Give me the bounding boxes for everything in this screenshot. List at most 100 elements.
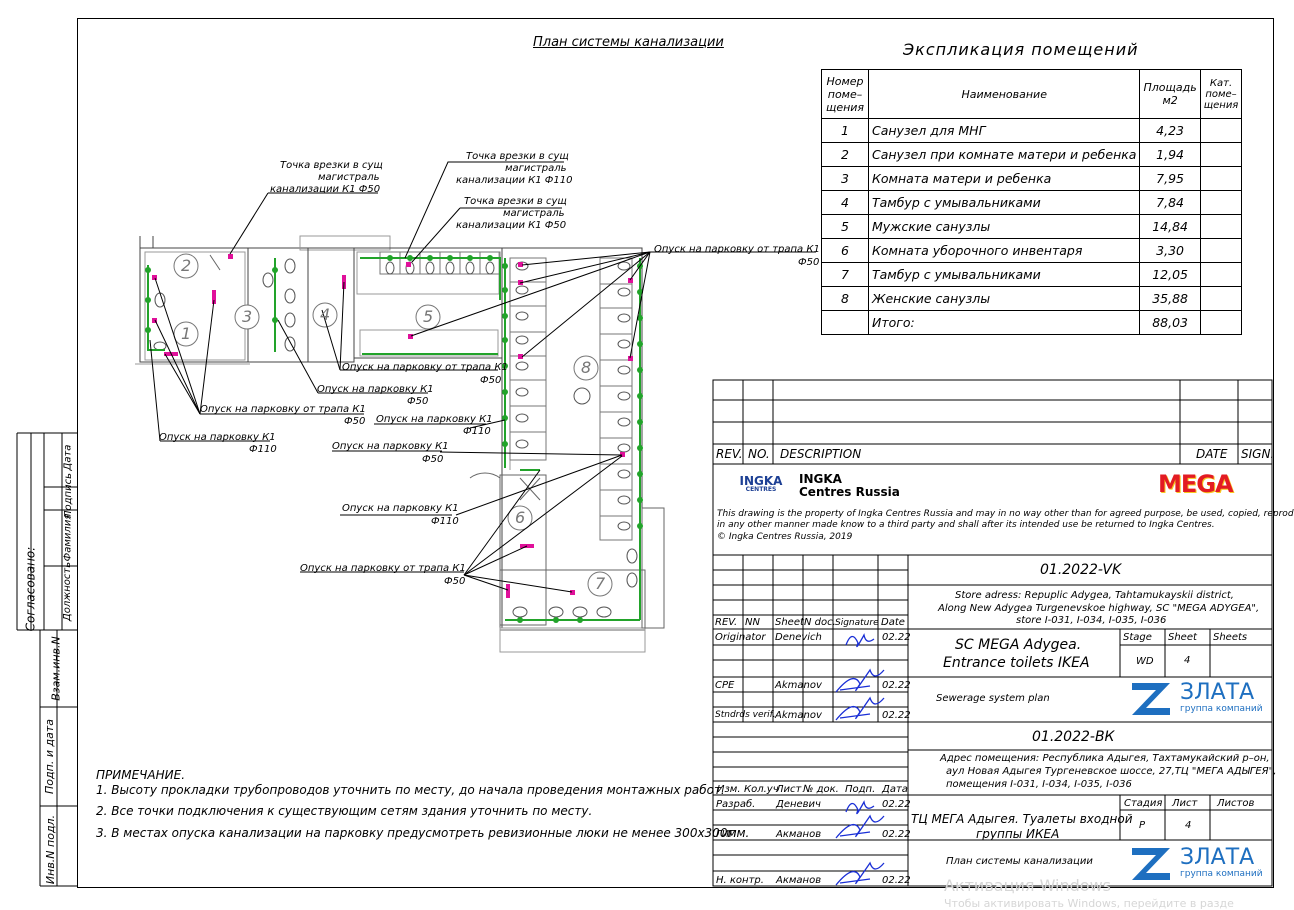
label-op4-l1: Опуск на парковку от трапа К1 (200, 404, 366, 415)
ru-col-kol: Кол.уч (744, 784, 779, 795)
sheet-frame (77, 18, 1274, 888)
en-col-ndoc: N doc. (804, 617, 836, 628)
en-cpe-role: CPE (715, 680, 735, 691)
room-label-8: 8 (581, 358, 592, 377)
en-code: 01.2022-VK (1040, 562, 1122, 578)
label-op1-l1: Опуск на парковку от трапа К1 (654, 244, 820, 255)
label-tv3-l3: канализации К1 Ф50 (456, 220, 567, 231)
zlata-logo-mark-en (1132, 683, 1170, 715)
ru-col-ndoc: № док. (803, 784, 839, 795)
label-op5-l1: Опуск на парковку К1 (376, 414, 493, 425)
label-op2-l1: Опуск на парковку от трапа К1 (342, 362, 508, 373)
en-originator-name: Denevich (775, 632, 822, 643)
room-label-1: 1 (181, 324, 192, 343)
date-header: DATE (1196, 447, 1228, 461)
ru-code: 01.2022-ВК (1032, 729, 1115, 745)
en-originator-date: 02.22 (882, 632, 911, 643)
en-address-l2: Along New Adygea Turgenevskoe highway, S… (938, 603, 1260, 614)
label-op6-l1: Опуск на парковку К1 (159, 432, 276, 443)
table-row: Итого:88,03 (821, 310, 1243, 335)
sign-header: SIGN. (1241, 447, 1275, 461)
en-col-signature: Signature (835, 618, 879, 628)
en-cpe-date: 02.22 (882, 680, 911, 691)
label-op4-l2: Ф50 (344, 416, 366, 427)
disclaimer-l2: in any other manner made know to a third… (717, 520, 1215, 530)
expl-cell: 2 (821, 142, 869, 167)
ru-stage-header: Стадия (1124, 798, 1163, 809)
watermark-line2: Чтобы активировать Windows, перейдите в … (944, 897, 1234, 910)
expl-cell: 3 (821, 166, 869, 191)
ru-gip-name: Акманов (776, 829, 822, 840)
expl-cell: Женские санузлы (867, 286, 1141, 311)
zlata-sub-ru: группа компаний (1180, 869, 1263, 879)
label-op3-l1: Опуск на парковку К1 (317, 384, 434, 395)
label-tv2-l3: канализации К1 Ф110 (456, 175, 573, 186)
ru-razrab-date: 02.22 (882, 799, 911, 810)
ru-sheet-value: 4 (1185, 820, 1192, 831)
ru-address-l1: Адрес помещения: Республика Адыгея, Тахт… (940, 753, 1270, 764)
ingka-logo-text: INGKA (739, 474, 783, 488)
expl-cell: 5 (821, 214, 869, 239)
zlata-logo-mark-ru (1132, 848, 1170, 880)
en-col-rev: REV. (715, 617, 738, 628)
en-stndrds-date: 02.22 (882, 710, 911, 721)
en-cpe-name: Akmanov (775, 680, 822, 691)
zlata-name-ru: ЗЛАТА (1180, 845, 1255, 870)
desc-header: DESCRIPTION (780, 447, 862, 461)
expl-cell: Тамбур с умывальниками (867, 190, 1141, 215)
expl-h-name: Наименование (867, 69, 1141, 119)
expl-cell (1199, 262, 1243, 287)
label-tv1-l2: магистраль (318, 172, 380, 183)
label-op9-l2: Ф50 (444, 576, 466, 587)
side-stamp-grid (16, 432, 77, 887)
en-stndrds-name: Akmanov (775, 710, 822, 721)
en-address-l1: Store adress: Repuplic Adygea, Tahtamuka… (955, 590, 1234, 601)
en-col-nn: NN (745, 617, 760, 628)
label-op7-l1: Опуск на парковку К1 (332, 441, 449, 452)
ru-nkontr-role: Н. контр. (716, 875, 764, 886)
note-2: 2. Все точки подключения к существующим … (96, 804, 593, 818)
en-sheets-header: Sheets (1213, 632, 1248, 643)
zlata-name-en: ЗЛАТА (1180, 680, 1255, 705)
label-op7-l2: Ф50 (422, 454, 444, 465)
expl-cell (1199, 310, 1243, 335)
en-col-sheet: Sheet (775, 617, 804, 628)
label-tv3-l1: Точка врезки в сущ (464, 196, 567, 207)
explication-title: Экспликация помещений (903, 40, 1139, 59)
label-op5-l2: Ф110 (463, 426, 491, 437)
en-col-date: Date (881, 617, 905, 628)
ingka-logo-sub: CENTRES (745, 486, 777, 493)
ru-razrab-name: Деневич (776, 799, 821, 810)
room-label-4: 4 (320, 305, 331, 324)
ru-gip-date: 02.22 (882, 829, 911, 840)
expl-cell: Итого: (867, 310, 1141, 335)
note-3: 3. В местах опуска канализации на парков… (96, 826, 750, 840)
en-project-l1: SC MEGA Adygea. (955, 637, 1082, 653)
en-project-l2: Entrance toilets IKEA (943, 655, 1090, 671)
label-op1-l2: Ф50 (798, 257, 820, 268)
expl-cell (1199, 214, 1243, 239)
label-tv3-l2: магистраль (503, 208, 565, 219)
label-tv1-l1: Точка врезки в сущ (280, 160, 383, 171)
rev-header: REV. (716, 447, 743, 461)
ru-nkontr-date: 02.22 (882, 875, 911, 886)
en-address-l3: store I-031, I-034, I-035, I-036 (1016, 615, 1167, 626)
room-label-2: 2 (181, 256, 192, 275)
expl-cell: 12,05 (1139, 262, 1201, 287)
expl-cell (1199, 286, 1243, 311)
expl-h-area: Площадь м2 (1139, 69, 1201, 119)
notes-heading: ПРИМЕЧАНИЕ. (96, 768, 186, 782)
explication-table: Номер поме– щения Наименование Площадь м… (821, 69, 1243, 335)
label-op6-l2: Ф110 (249, 444, 277, 455)
expl-cell: 8 (821, 286, 869, 311)
ru-drawing-title: План системы канализации (946, 856, 1093, 867)
expl-cell (1199, 166, 1243, 191)
ru-razrab-role: Разраб. (716, 799, 756, 810)
expl-cell: 4,23 (1139, 118, 1201, 143)
label-op9-l1: Опуск на парковку от трапа К1 (300, 563, 466, 574)
